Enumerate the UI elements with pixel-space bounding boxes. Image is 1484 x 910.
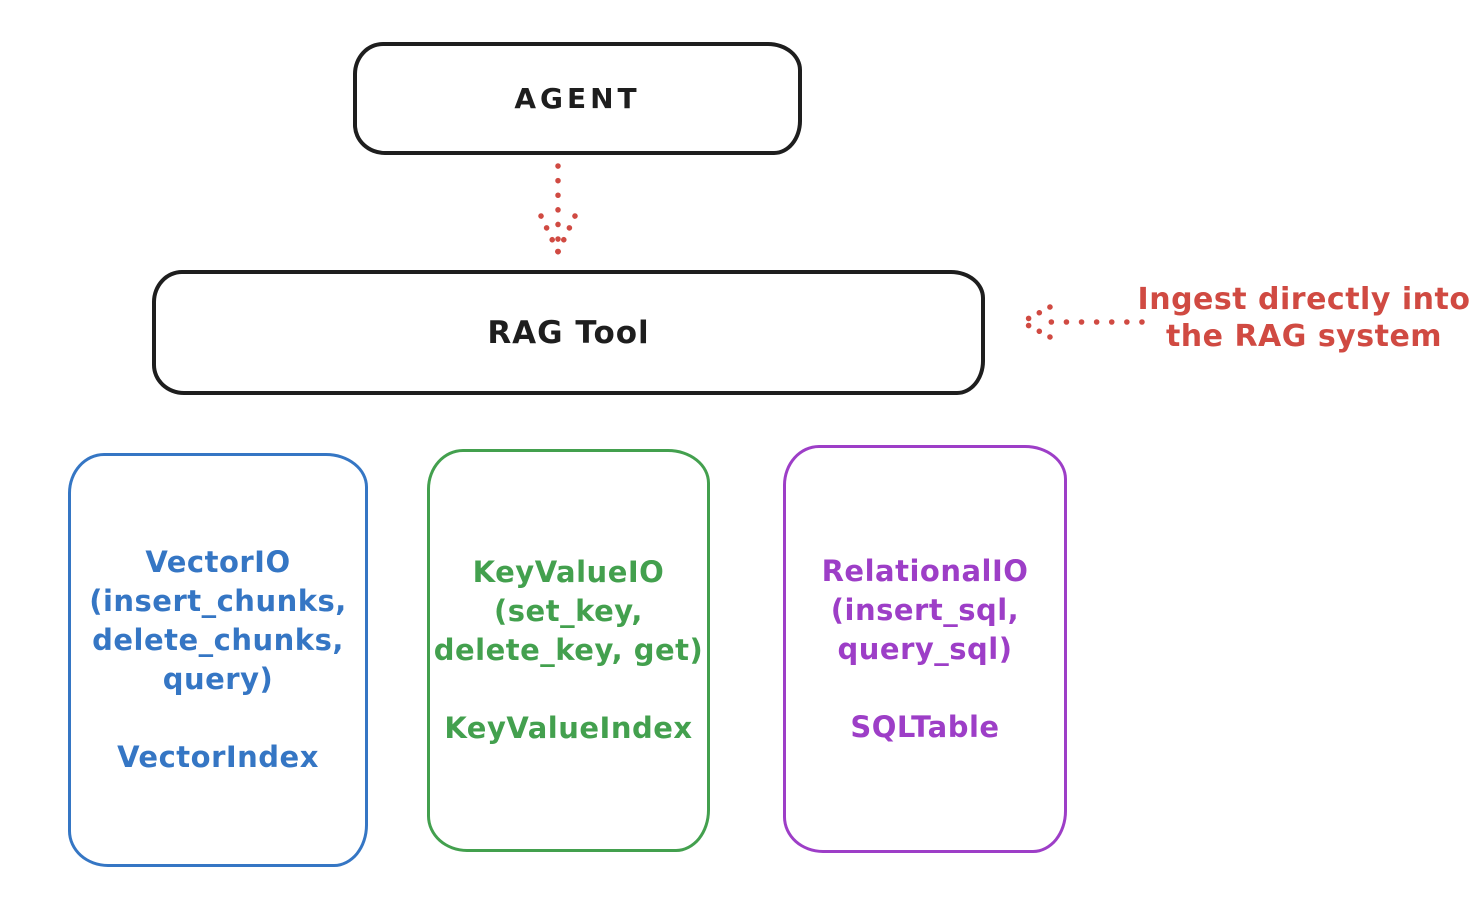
rag-tool-label: RAG Tool [487,314,650,351]
vector-io-title: VectorIO [145,545,291,579]
sql-table-label: SQLTable [850,709,1000,744]
agent-label: AGENT [514,82,641,115]
relational-io-box: RelationalIO (insert_sql, query_sql) SQL… [783,445,1067,853]
relational-io-title: RelationalIO [821,553,1029,588]
keyvalue-io-methods-line1: (set_key, [494,594,643,628]
vector-index-label: VectorIndex [117,740,319,774]
ingest-annotation: Ingest directly into the RAG system [1130,281,1478,355]
agent-box: AGENT [353,42,802,155]
keyvalue-io-methods-line2: delete_key, get) [433,633,704,667]
relational-io-methods-line2: query_sql) [837,631,1013,666]
keyvalue-io-title: KeyValueIO [472,555,665,589]
ingest-annotation-line1: Ingest directly into [1137,282,1471,317]
ingest-annotation-line2: the RAG system [1165,319,1443,354]
relational-io-methods-line1: (insert_sql, [830,592,1020,627]
agent-to-ragtool-arrow [538,163,578,255]
vector-io-box: VectorIO (insert_chunks, delete_chunks, … [68,453,368,867]
ingest-arrow [1019,304,1145,340]
rag-tool-box: RAG Tool [152,270,985,395]
vector-io-methods-line3: query) [162,662,274,696]
vector-io-methods-line1: (insert_chunks, [89,584,347,618]
keyvalue-io-box: KeyValueIO (set_key, delete_key, get) Ke… [427,449,710,852]
keyvalue-index-label: KeyValueIndex [444,711,693,745]
vector-io-methods-line2: delete_chunks, [92,623,344,657]
